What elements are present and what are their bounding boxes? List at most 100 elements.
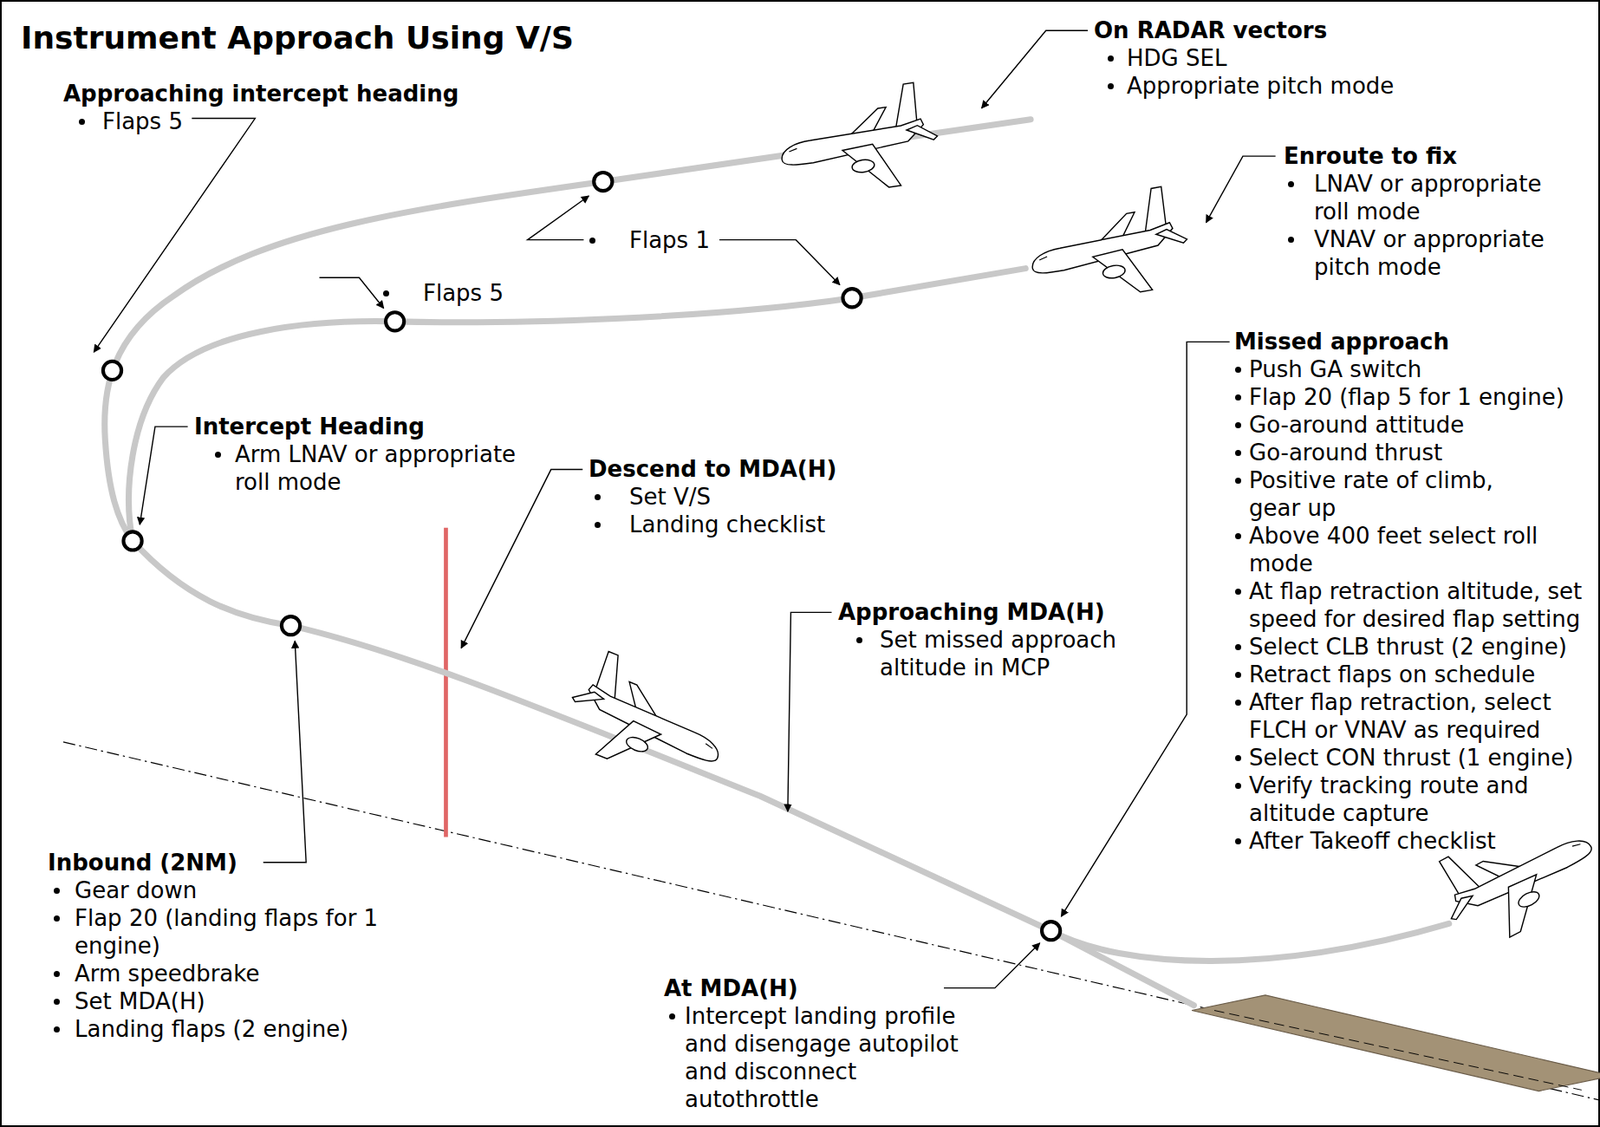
bullet-dot bbox=[53, 887, 60, 894]
bullet-text: Flaps 5 bbox=[422, 279, 553, 307]
bullet-text: Go-around thrust bbox=[1248, 438, 1595, 467]
bullet-text: Flap 20 (landing flaps for 1 engine) bbox=[74, 904, 417, 960]
airplane bbox=[555, 644, 739, 797]
bullet-dot bbox=[1235, 838, 1242, 845]
bullet-text: Flaps 1 bbox=[629, 226, 760, 254]
bullet-dot bbox=[78, 118, 85, 125]
bullet-item: After Takeoff checklist bbox=[1234, 826, 1595, 855]
waypoint bbox=[842, 288, 861, 307]
bullet-text: Landing flaps (2 engine) bbox=[74, 1014, 417, 1043]
bullet-dot bbox=[1235, 643, 1242, 651]
bullet-item: Verify tracking route and altitude captu… bbox=[1234, 771, 1595, 827]
leader-line bbox=[787, 611, 833, 812]
bullet-item: VNAV or appropriate pitch mode bbox=[1283, 225, 1574, 281]
bullet-dot bbox=[1235, 394, 1242, 401]
bullet-dot bbox=[1107, 83, 1114, 90]
bullet-text: Go-around attitude bbox=[1248, 410, 1595, 439]
callout-heading: Inbound (2NM) bbox=[47, 848, 417, 877]
callout-group: On RADAR vectorsHDG SELAppropriate pitch… bbox=[1093, 16, 1578, 100]
leader-line bbox=[943, 943, 1041, 989]
runway bbox=[1191, 995, 1600, 1092]
bullet-text: Set V/S bbox=[629, 482, 890, 511]
bullet-item: After flap retraction, select FLCH or VN… bbox=[1234, 688, 1595, 744]
bullet-item: Flap 20 (flap 5 for 1 engine) bbox=[1234, 383, 1595, 411]
bullet-text: After flap retraction, select FLCH or VN… bbox=[1248, 688, 1595, 744]
bullet-text: Positive rate of climb, gear up bbox=[1248, 466, 1501, 522]
bullet-dot bbox=[594, 494, 601, 501]
bullet-dot bbox=[214, 451, 222, 458]
runway-centerline bbox=[1214, 1010, 1582, 1091]
callout-group: Inbound (2NM)Gear downFlap 20 (landing f… bbox=[47, 848, 417, 1043]
bullet-text: Flaps 5 bbox=[102, 107, 276, 136]
bullet-text: Appropriate pitch mode bbox=[1126, 71, 1578, 100]
callout-heading: Enroute to fix bbox=[1283, 142, 1574, 170]
callout-group: Descend to MDA(H)Set V/SLanding checklis… bbox=[588, 455, 890, 539]
bullet-text: Verify tracking route and altitude captu… bbox=[1248, 771, 1595, 827]
leader-line bbox=[527, 195, 590, 241]
bullet-item: Landing flaps (2 engine) bbox=[47, 1014, 417, 1043]
callout-heading: On RADAR vectors bbox=[1093, 16, 1578, 45]
bullet-item: Flaps 1 bbox=[588, 226, 760, 254]
leader-line bbox=[263, 640, 306, 862]
waypoint bbox=[123, 531, 142, 550]
bullet-text: HDG SEL bbox=[1126, 44, 1578, 72]
diagram-title: Instrument Approach Using V/S bbox=[20, 19, 574, 58]
bullet-text: Push GA switch bbox=[1248, 355, 1595, 384]
bullet-item: Push GA switch bbox=[1234, 355, 1595, 384]
callout-group: Missed approachPush GA switchFlap 20 (fl… bbox=[1234, 327, 1595, 855]
waypoint bbox=[281, 616, 300, 635]
bullet-item: Set V/S bbox=[588, 482, 890, 511]
bullet-item: Positive rate of climb, gear up bbox=[1234, 466, 1595, 522]
bullet-text: Set missed approach altitude in MCP bbox=[879, 625, 1140, 682]
leader-line bbox=[719, 240, 840, 286]
bullet-item: Select CON thrust (1 engine) bbox=[1234, 743, 1595, 772]
leader-line bbox=[318, 277, 384, 308]
bullet-item: Go-around attitude bbox=[1234, 410, 1595, 439]
bullet-item: Landing checklist bbox=[588, 510, 890, 539]
airplane bbox=[773, 80, 944, 202]
bullet-item: Retract flaps on schedule bbox=[1234, 660, 1595, 689]
enroute-track bbox=[129, 268, 1027, 541]
bullet-item: Set missed approach altitude in MCP bbox=[838, 625, 1140, 682]
bullet-dot bbox=[1287, 181, 1295, 188]
bullet-text: VNAV or appropriate pitch mode bbox=[1313, 225, 1574, 281]
bullet-dot bbox=[1235, 671, 1242, 678]
callout-heading: Approaching intercept heading bbox=[63, 79, 459, 108]
bullet-text: Above 400 feet select roll mode bbox=[1248, 521, 1561, 578]
bullet-item: HDG SEL bbox=[1093, 44, 1578, 72]
bullet-dot bbox=[1235, 366, 1242, 373]
leader-line bbox=[139, 426, 188, 525]
bullet-dot bbox=[1235, 449, 1242, 456]
waypoint bbox=[103, 361, 122, 380]
leader-line bbox=[93, 118, 255, 353]
approach-track bbox=[132, 540, 1194, 1006]
bullet-text: At flap retraction altitude, set speed f… bbox=[1248, 577, 1595, 633]
bullet-item: Arm speedbrake bbox=[47, 959, 417, 988]
bullet-dot bbox=[589, 237, 596, 244]
bullet-dot bbox=[53, 915, 60, 922]
bullet-text: Arm speedbrake bbox=[74, 959, 417, 988]
callout-group: Flaps 5 bbox=[382, 279, 553, 307]
bullet-item: Go-around thrust bbox=[1234, 438, 1595, 467]
callout-heading: Descend to MDA(H) bbox=[588, 455, 890, 483]
bullet-item: Flaps 5 bbox=[63, 107, 459, 136]
bullet-text: Landing checklist bbox=[629, 510, 890, 539]
bullet-text: After Takeoff checklist bbox=[1248, 826, 1595, 855]
callout-group: At MDA(H)Intercept landing profile and d… bbox=[663, 974, 971, 1113]
airplane bbox=[1424, 794, 1600, 957]
bullet-dot bbox=[53, 998, 60, 1005]
bullet-dot bbox=[1107, 55, 1114, 62]
bullet-text: Arm LNAV or appropriate roll mode bbox=[234, 440, 543, 496]
leader-line bbox=[982, 30, 1088, 108]
bullet-dot bbox=[1235, 782, 1242, 789]
bullet-dot bbox=[383, 290, 390, 297]
bullet-dot bbox=[1287, 236, 1295, 243]
bullet-dot bbox=[669, 1013, 676, 1020]
bullet-dot bbox=[1235, 588, 1242, 595]
bullet-item: Gear down bbox=[47, 876, 417, 905]
bullet-dot bbox=[1235, 699, 1242, 706]
bullet-dot bbox=[856, 637, 863, 644]
bullet-dot bbox=[53, 1026, 60, 1033]
callout-group: Intercept HeadingArm LNAV or appropriate… bbox=[194, 412, 543, 496]
